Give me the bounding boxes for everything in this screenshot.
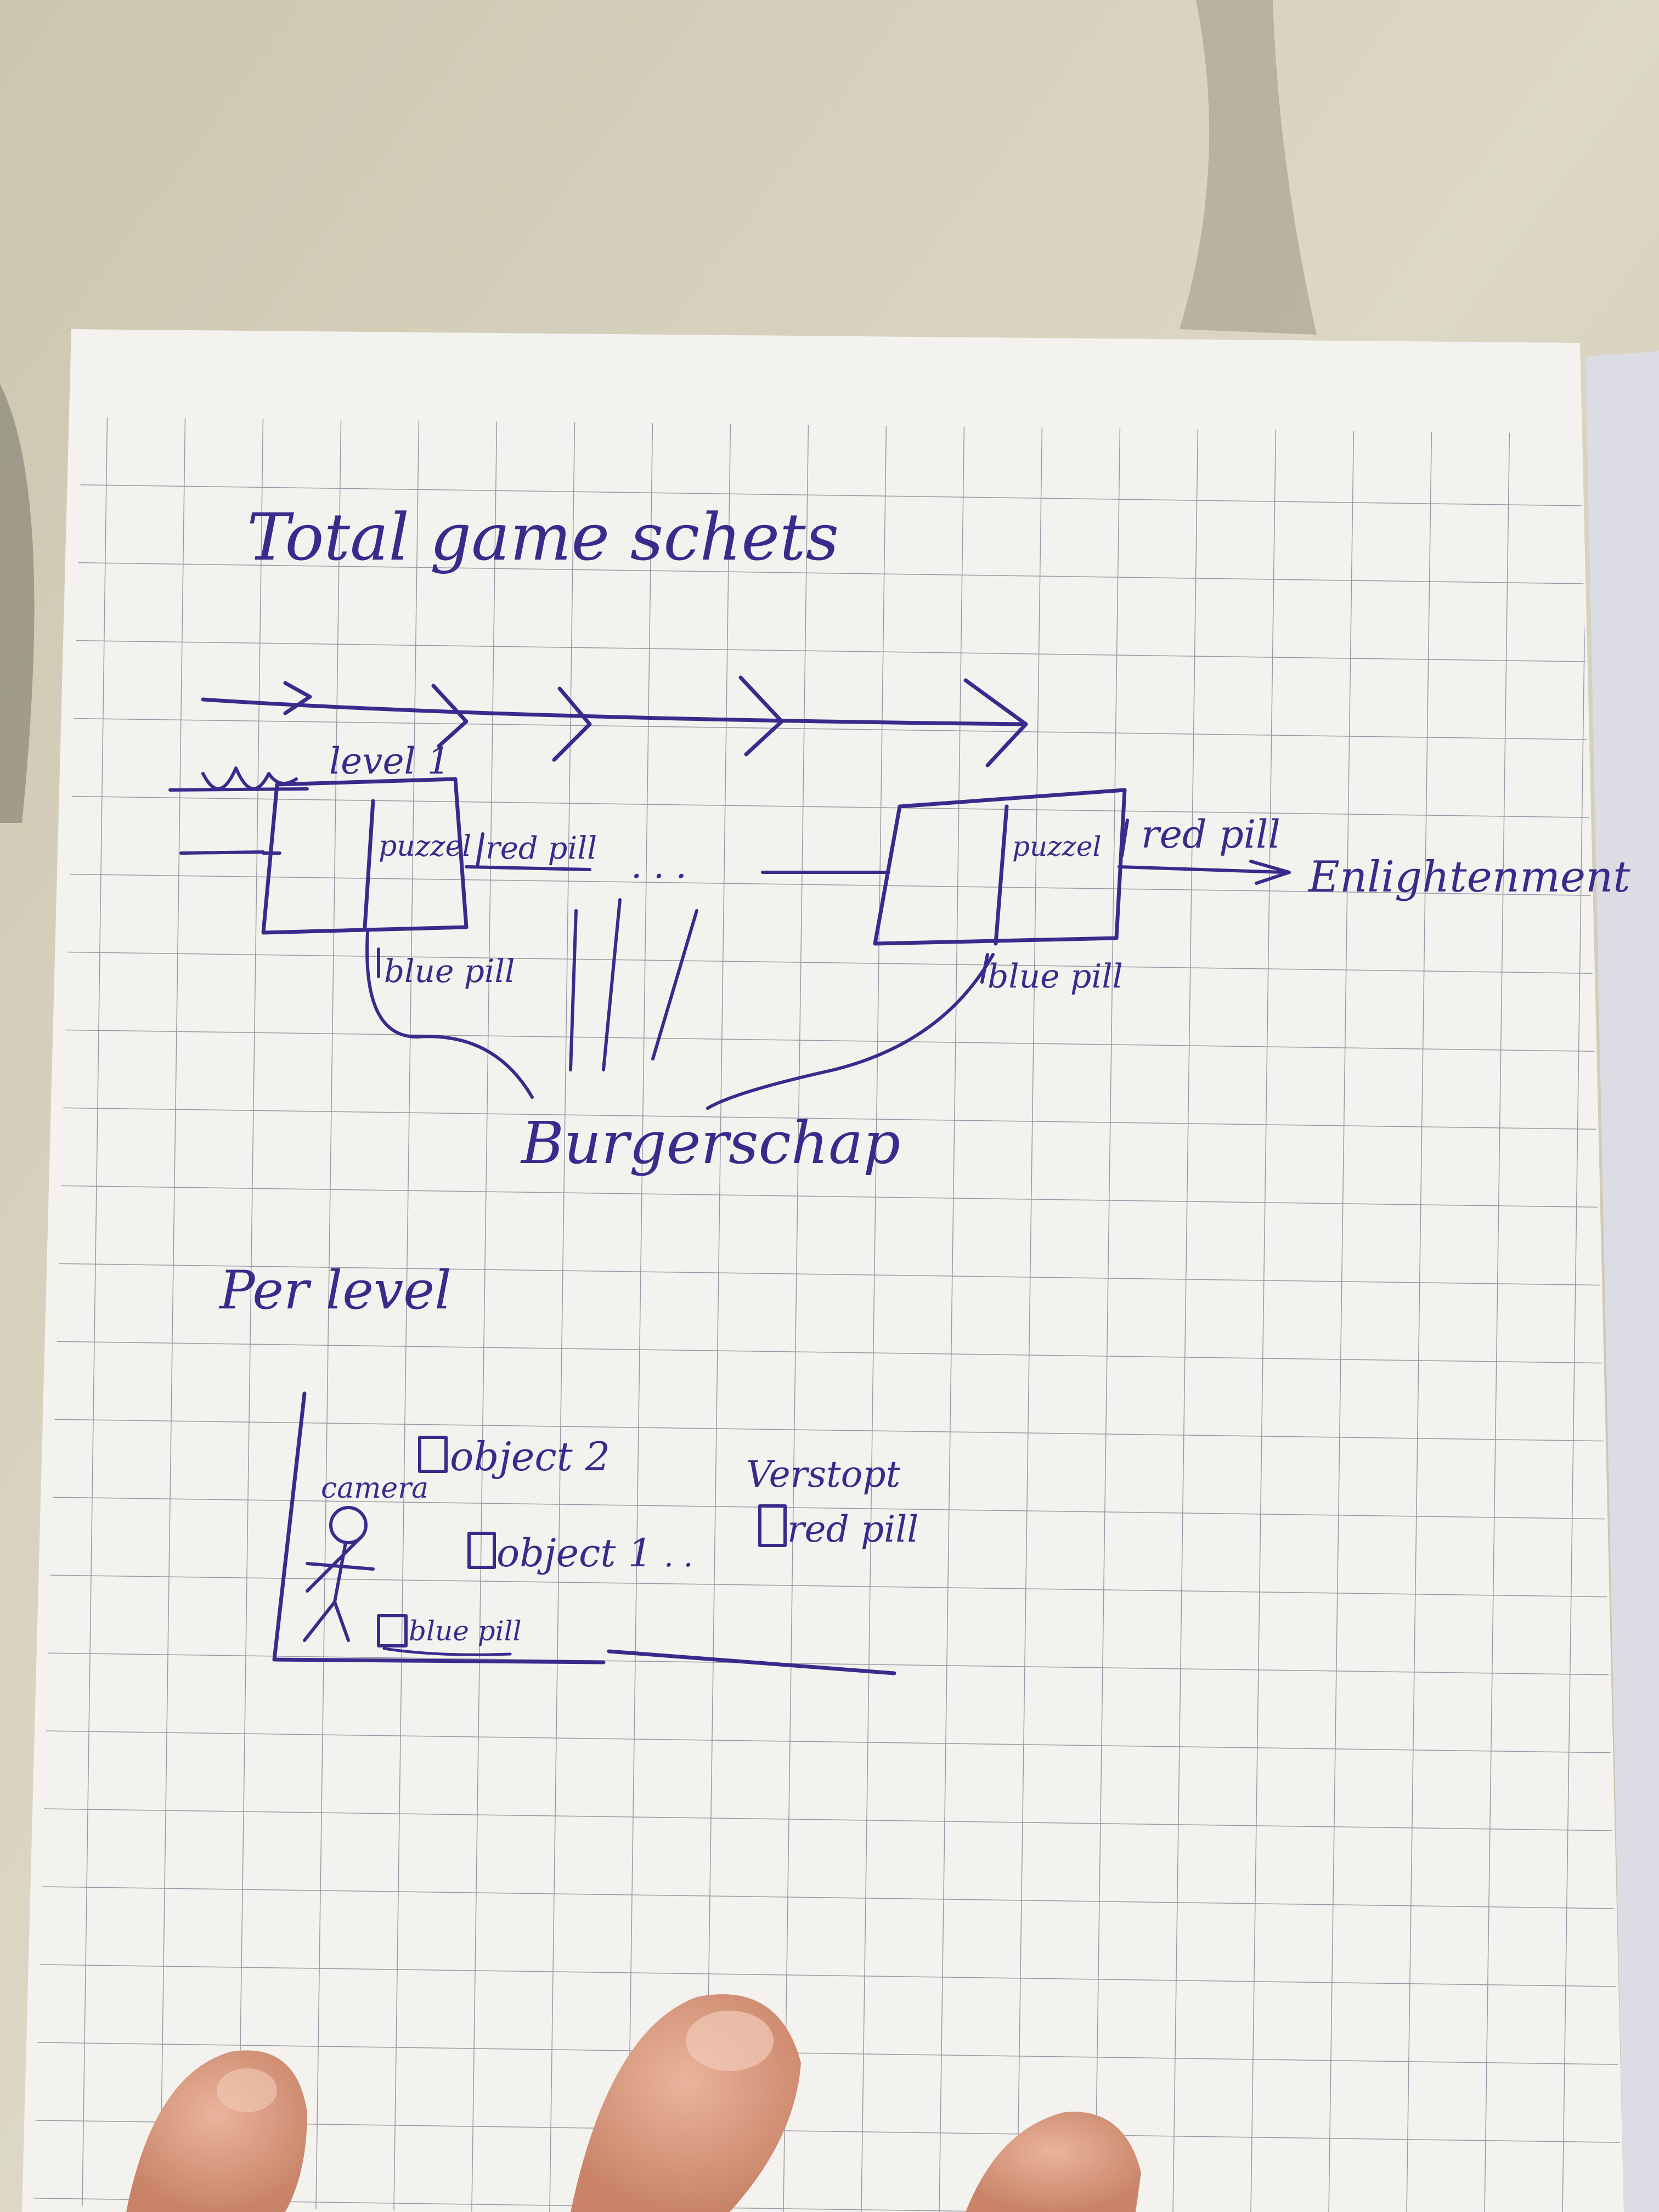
puzzle-label: puzzel (1012, 831, 1101, 862)
camera-label: camera (321, 1472, 428, 1505)
last-level-block: puzzel red pill blue pill (761, 788, 1291, 996)
fail-connectors (365, 898, 995, 1110)
blue-pill-label: blue pill (988, 957, 1123, 996)
grid-lines (33, 417, 1621, 2212)
sketch-title: Total game schets (247, 499, 839, 575)
hidden-label: Verstopt (746, 1453, 901, 1496)
fail-state-label: Burgerschap (520, 1109, 900, 1177)
level-label: level 1 (329, 740, 450, 782)
object-2-label: object 2 (450, 1434, 610, 1480)
level-1-block: puzzel red pill blue pill (261, 777, 597, 990)
sheet-fold-shadow (1180, 0, 1317, 335)
puzzle-label: puzzel (379, 830, 471, 863)
continuation-dots: . . . (631, 846, 687, 887)
ending-label: Enlightenment (1307, 853, 1630, 902)
blue-pill-label: blue pill (384, 952, 515, 990)
red-pill-label: red pill (1141, 812, 1280, 857)
object-dots: . . (664, 1538, 693, 1574)
fingers (126, 1994, 1141, 2212)
hidden-red-pill-label: red pill (787, 1508, 918, 1550)
notebook-page (22, 329, 1624, 2212)
notebook-side-page (1585, 351, 1659, 2212)
flow-arrows (201, 675, 1028, 768)
sheet-fold-shadow (0, 384, 35, 823)
floor-blue-pill-label: blue pill (409, 1615, 522, 1647)
object-1-label: object 1 (496, 1531, 652, 1576)
level-layout: camera object 2 object 1 . . Verstopt re… (272, 1391, 918, 1675)
per-level-heading: Per level (218, 1260, 452, 1321)
player-figure (303, 1506, 375, 1642)
red-pill-label: red pill (486, 831, 597, 866)
